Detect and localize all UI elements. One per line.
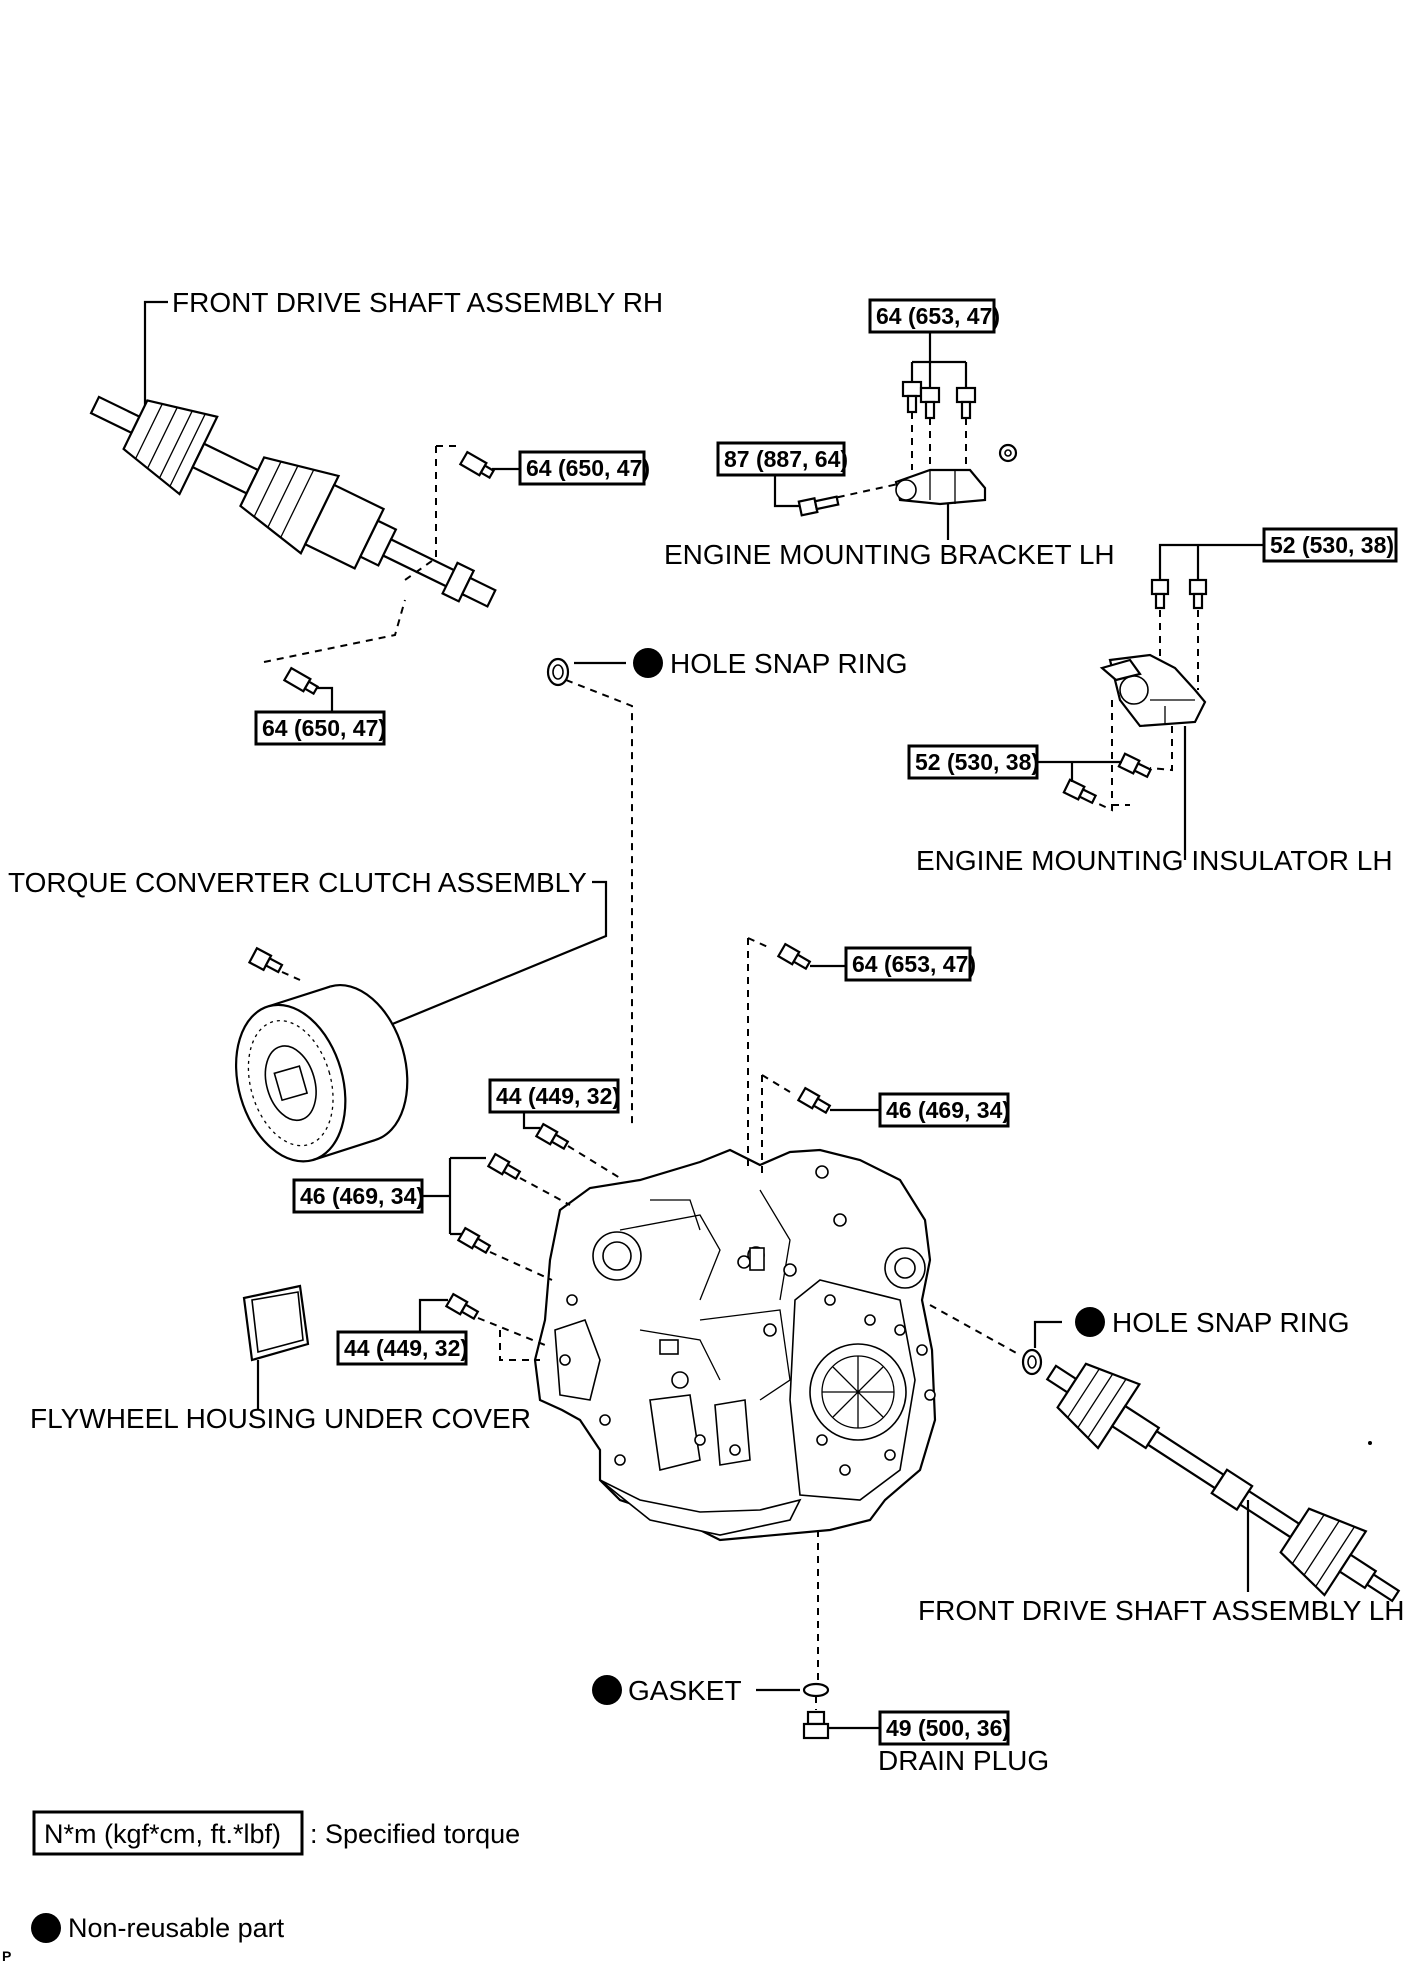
engine-mounting-bracket-lh-label: ENGINE MOUNTING BRACKET LH xyxy=(664,539,1115,570)
legend-non-reusable-text: Non-reusable part xyxy=(68,1913,285,1943)
torque-trans-lower-left: 44 (449, 32) xyxy=(344,1335,468,1361)
front-drive-shaft-lh-label: FRONT DRIVE SHAFT ASSEMBLY LH xyxy=(918,1595,1405,1626)
torque-insulator-top: 52 (530, 38) xyxy=(1270,532,1394,558)
front-drive-shaft-rh-label: FRONT DRIVE SHAFT ASSEMBLY RH xyxy=(172,287,663,318)
torque-box-shaft-rh-upper xyxy=(518,450,646,486)
engine-mounting-bracket-lh: 64 (653, 47) 87 (887, 64) ENGINE MOUNTIN… xyxy=(664,298,1115,570)
gasket-label: GASKET xyxy=(628,1675,742,1706)
torque-box-bracket-top xyxy=(868,298,996,334)
torque-box-bracket-bolt xyxy=(716,441,846,477)
hole-snap-ring-lower: HOLE SNAP RING xyxy=(929,1304,1350,1376)
bracket-bolt-icon xyxy=(901,380,977,420)
hole-snap-ring-lower-label: HOLE SNAP RING xyxy=(1112,1307,1350,1338)
hole-snap-ring-upper-label: HOLE SNAP RING xyxy=(670,648,908,679)
torque-trans-right: 46 (469, 34) xyxy=(886,1097,1010,1123)
flywheel-housing-under-cover-label: FLYWHEEL HOUSING UNDER COVER xyxy=(30,1403,531,1434)
non-reusable-marker-icon xyxy=(1075,1307,1105,1337)
transaxle-bolts: 64 (653, 47) 46 (469, 34) 44 (449, 32) 4… xyxy=(292,937,1010,1366)
legend: N*m (kgf*cm, ft.*lbf) : Specified torque… xyxy=(31,1810,520,1943)
torque-trans-top: 64 (653, 47) xyxy=(852,951,976,977)
legend-torque-box xyxy=(32,1810,304,1856)
non-reusable-marker-icon xyxy=(633,648,663,678)
torque-trans-left: 46 (469, 34) xyxy=(300,1183,424,1209)
front-drive-shaft-lh: FRONT DRIVE SHAFT ASSEMBLY LH xyxy=(918,1362,1405,1626)
drain-plug-assembly: GASKET 49 (500, 36) DRAIN PLUG xyxy=(592,1530,1049,1776)
corner-mark: P xyxy=(2,1948,11,1963)
transaxle-case xyxy=(533,1148,937,1542)
drain-plug-label: DRAIN PLUG xyxy=(878,1745,1049,1776)
torque-bracket-bolt: 87 (887, 64) xyxy=(724,446,848,472)
torque-insulator-side: 52 (530, 38) xyxy=(915,749,1039,775)
engine-mounting-insulator-lh-label: ENGINE MOUNTING INSULATOR LH xyxy=(916,845,1393,876)
torque-drain-plug: 49 (500, 36) xyxy=(886,1715,1010,1741)
torque-bracket-top: 64 (653, 47) xyxy=(876,303,1000,329)
engine-mounting-insulator-lh: 52 (530, 38) 52 (530, 38) ENGINE MOUNTIN… xyxy=(907,527,1398,876)
torque-box-trans-upper-left xyxy=(488,1078,620,1114)
hole-snap-ring-upper: HOLE SNAP RING xyxy=(546,648,908,1128)
torque-converter-clutch-label: TORQUE CONVERTER CLUTCH ASSEMBLY xyxy=(8,867,587,898)
torque-box-insulator-side xyxy=(907,744,1039,780)
torque-box-drain-plug xyxy=(878,1710,1010,1746)
shaft-rh-bolts: 64 (650, 47) 64 (650, 47) xyxy=(254,445,650,746)
torque-box-trans-top xyxy=(844,946,972,982)
torque-box-trans-lower-left xyxy=(336,1330,468,1366)
front-drive-shaft-rh: FRONT DRIVE SHAFT ASSEMBLY RH xyxy=(89,287,663,608)
torque-shaft-rh-upper: 64 (650, 47) xyxy=(526,455,650,481)
torque-shaft-rh-lower: 64 (650, 47) xyxy=(262,715,386,741)
non-reusable-marker-icon xyxy=(592,1675,622,1705)
legend-torque-unit: N*m (kgf*cm, ft.*lbf) xyxy=(44,1819,281,1849)
non-reusable-marker-icon xyxy=(31,1913,61,1943)
torque-box-shaft-rh-lower xyxy=(254,710,386,746)
flywheel-housing-under-cover: FLYWHEEL HOUSING UNDER COVER xyxy=(30,1284,531,1434)
legend-torque-text: : Specified torque xyxy=(310,1819,520,1849)
torque-box-trans-right xyxy=(878,1092,1010,1128)
torque-trans-upper-left: 44 (449, 32) xyxy=(496,1083,620,1109)
torque-converter-clutch: TORQUE CONVERTER CLUTCH ASSEMBLY xyxy=(8,867,608,1163)
